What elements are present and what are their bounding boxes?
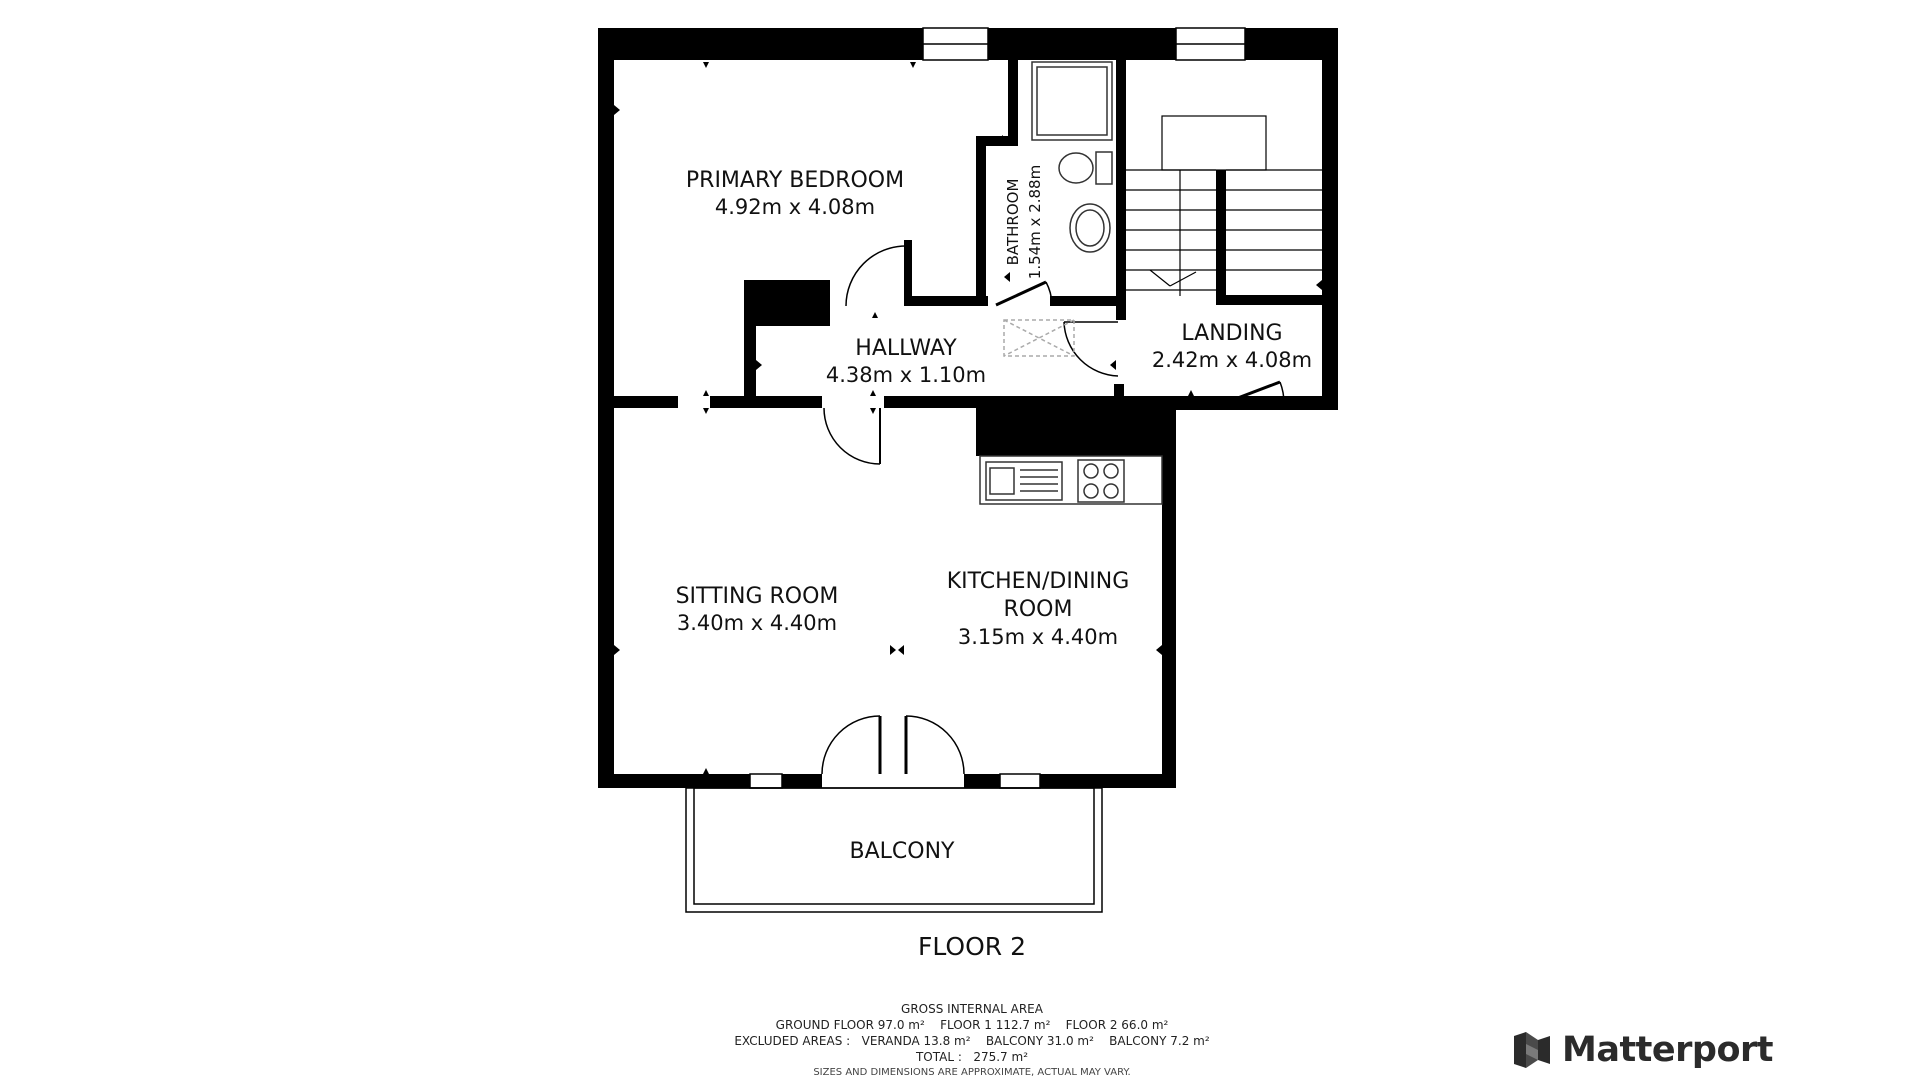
primary-bedroom-label: PRIMARY BEDROOM — [686, 168, 904, 193]
area-total-line: TOTAL : 275.7 m² — [915, 1050, 1028, 1064]
area-floors-line: GROUND FLOOR 97.0 m² FLOOR 1 112.7 m² FL… — [776, 1018, 1169, 1032]
kitchen-dining-label-line2: ROOM — [1004, 597, 1073, 622]
area-disclaimer: SIZES AND DIMENSIONS ARE APPROXIMATE, AC… — [813, 1067, 1130, 1078]
doors — [821, 240, 1285, 775]
sitting-room-dims: 3.40m x 4.40m — [677, 611, 837, 635]
bathroom-fixtures — [1003, 61, 1113, 357]
dimension-markers — [614, 62, 1322, 780]
kitchen-dining-label-line1: KITCHEN/DINING — [947, 569, 1130, 594]
walls — [598, 28, 1338, 788]
balcony-railing — [685, 787, 1103, 913]
hallway-label: HALLWAY — [855, 336, 957, 361]
windows — [749, 27, 1246, 789]
floor-title: FLOOR 2 — [918, 932, 1026, 961]
brand-logo: Matterport — [1512, 1030, 1774, 1070]
kitchen-fixtures — [979, 455, 1163, 505]
balcony-label: BALCONY — [850, 839, 956, 864]
primary-bedroom-dims: 4.92m x 4.08m — [715, 195, 875, 219]
toilet-icon — [1058, 152, 1094, 184]
brand-name: Matterport — [1562, 1030, 1774, 1070]
landing-dims: 2.42m x 4.08m — [1152, 348, 1312, 372]
kitchen-counter — [979, 455, 1163, 505]
bathtub-icon — [1069, 203, 1111, 253]
sink-icon — [985, 461, 1063, 501]
bathroom-label: BATHROOM — [1004, 179, 1022, 266]
area-excluded-line: EXCLUDED AREAS : VERANDA 13.8 m² BALCONY… — [734, 1034, 1210, 1048]
sitting-room-label: SITTING ROOM — [676, 584, 839, 609]
kitchen-dining-dims: 3.15m x 4.40m — [958, 625, 1118, 649]
matterport-logo-icon — [1514, 1032, 1550, 1068]
hallway-dims: 4.38m x 1.10m — [826, 363, 986, 387]
landing-label: LANDING — [1181, 321, 1282, 346]
bathroom-dims: 1.54m x 2.88m — [1026, 165, 1044, 279]
hob-icon — [1077, 459, 1125, 503]
area-heading: GROSS INTERNAL AREA — [901, 1002, 1044, 1016]
staircase — [1126, 115, 1322, 296]
shower-tray — [1031, 61, 1113, 141]
